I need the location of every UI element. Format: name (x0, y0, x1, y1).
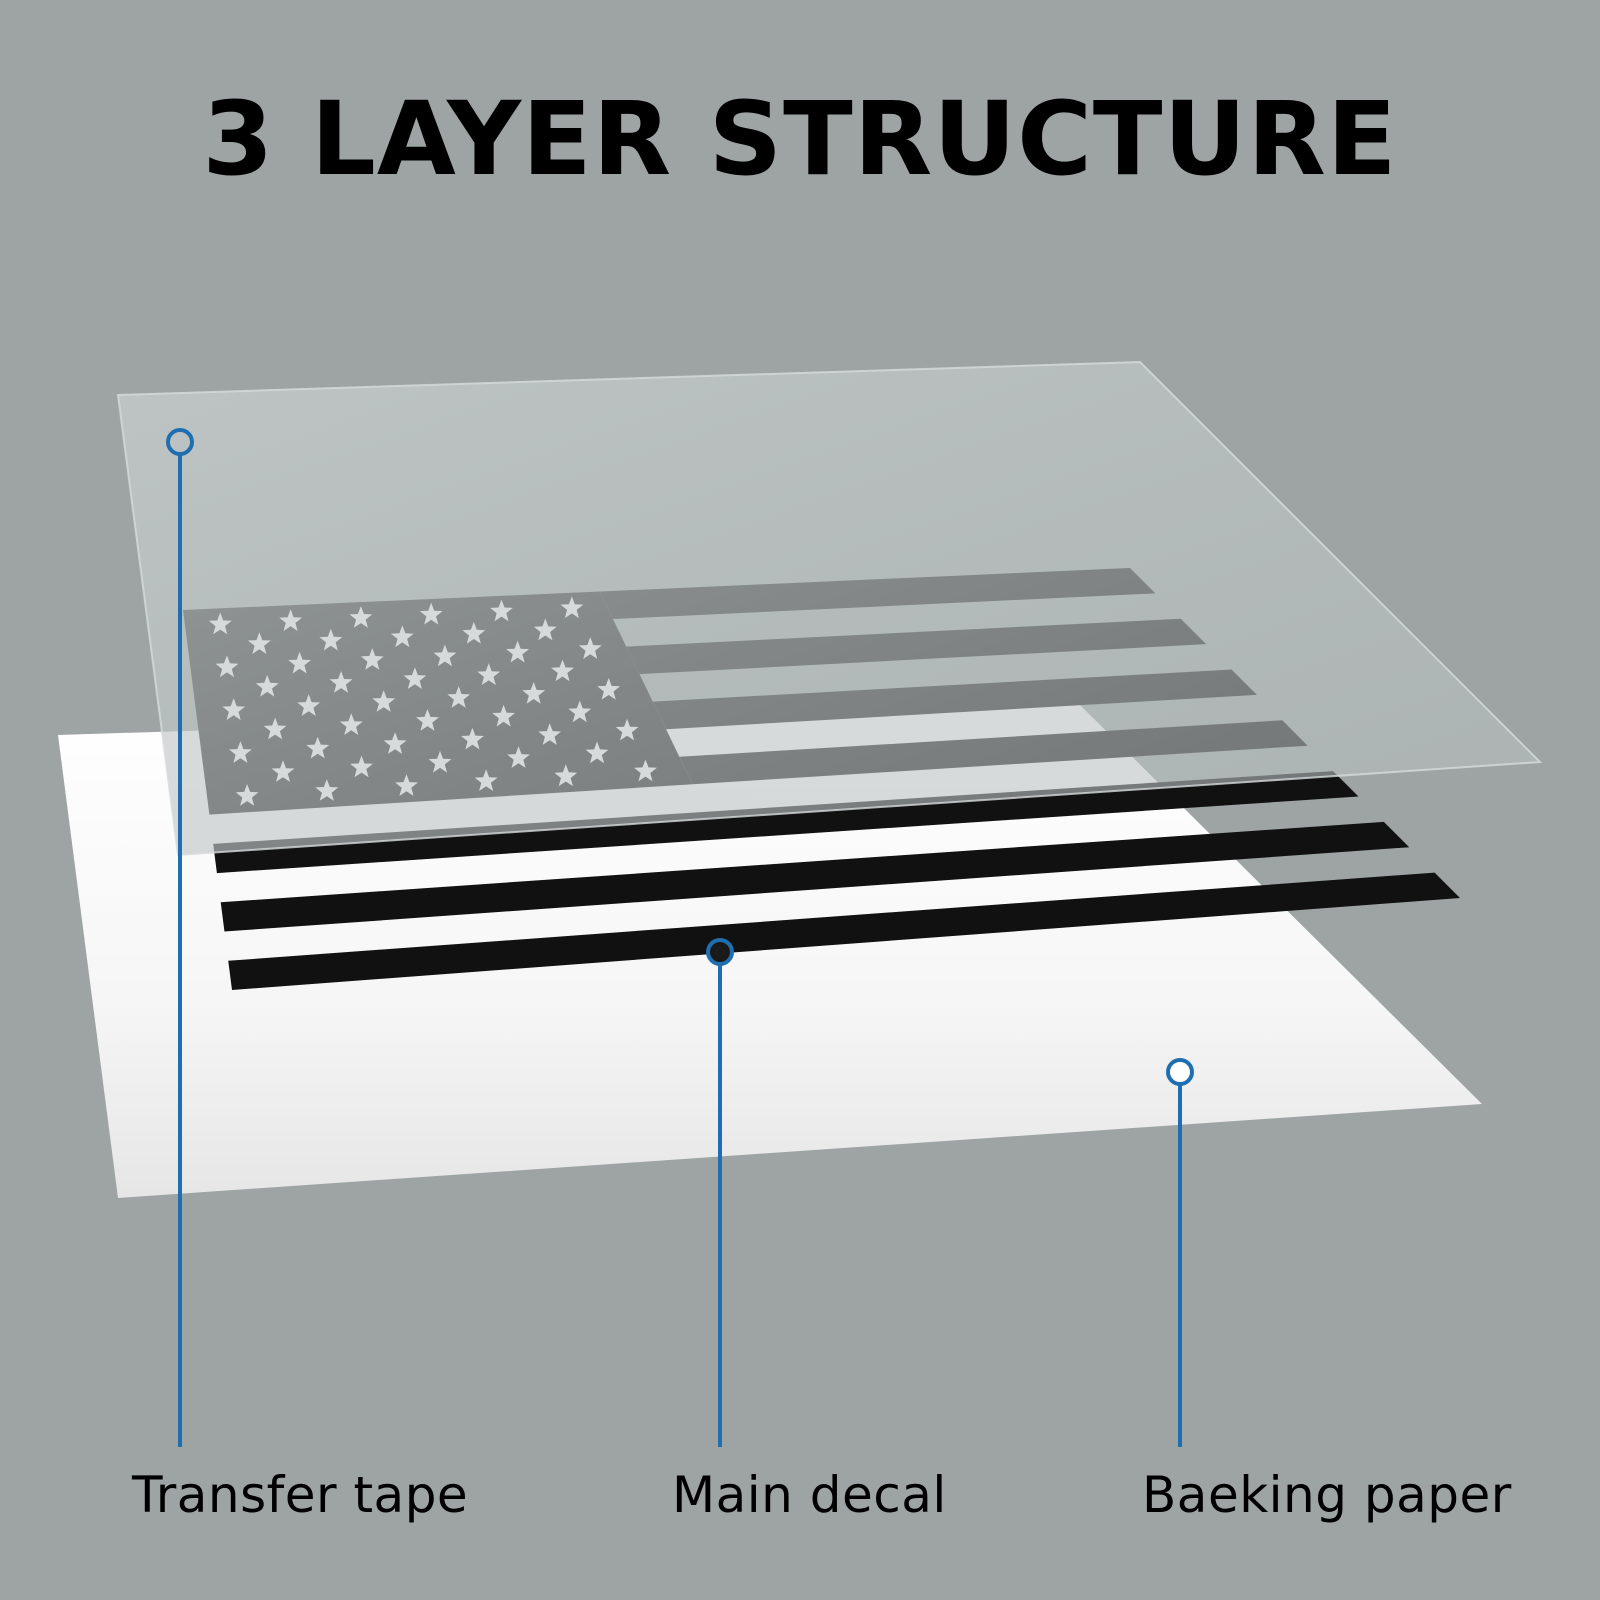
callout-marker-decal (706, 938, 734, 966)
flag-stripe (228, 872, 1461, 990)
callout-marker-transfer (166, 428, 194, 456)
callout-marker-backing (1166, 1058, 1194, 1086)
callout-transfer-tape (166, 428, 194, 1447)
label-backing-paper: Baeking paper (1142, 1466, 1512, 1524)
callout-main-decal (706, 938, 734, 1447)
flag-stripe (220, 821, 1410, 932)
transfer-tape-sheet (118, 362, 1540, 855)
label-main-decal: Main decal (672, 1466, 947, 1524)
callout-backing-paper (1166, 1058, 1194, 1447)
transfer-tape-highlight (116, 360, 1543, 857)
label-transfer-tape: Transfer tape (132, 1466, 469, 1524)
page-title: 3 LAYER STRUCTURE (202, 80, 1398, 199)
flag-stripe (213, 771, 1359, 874)
